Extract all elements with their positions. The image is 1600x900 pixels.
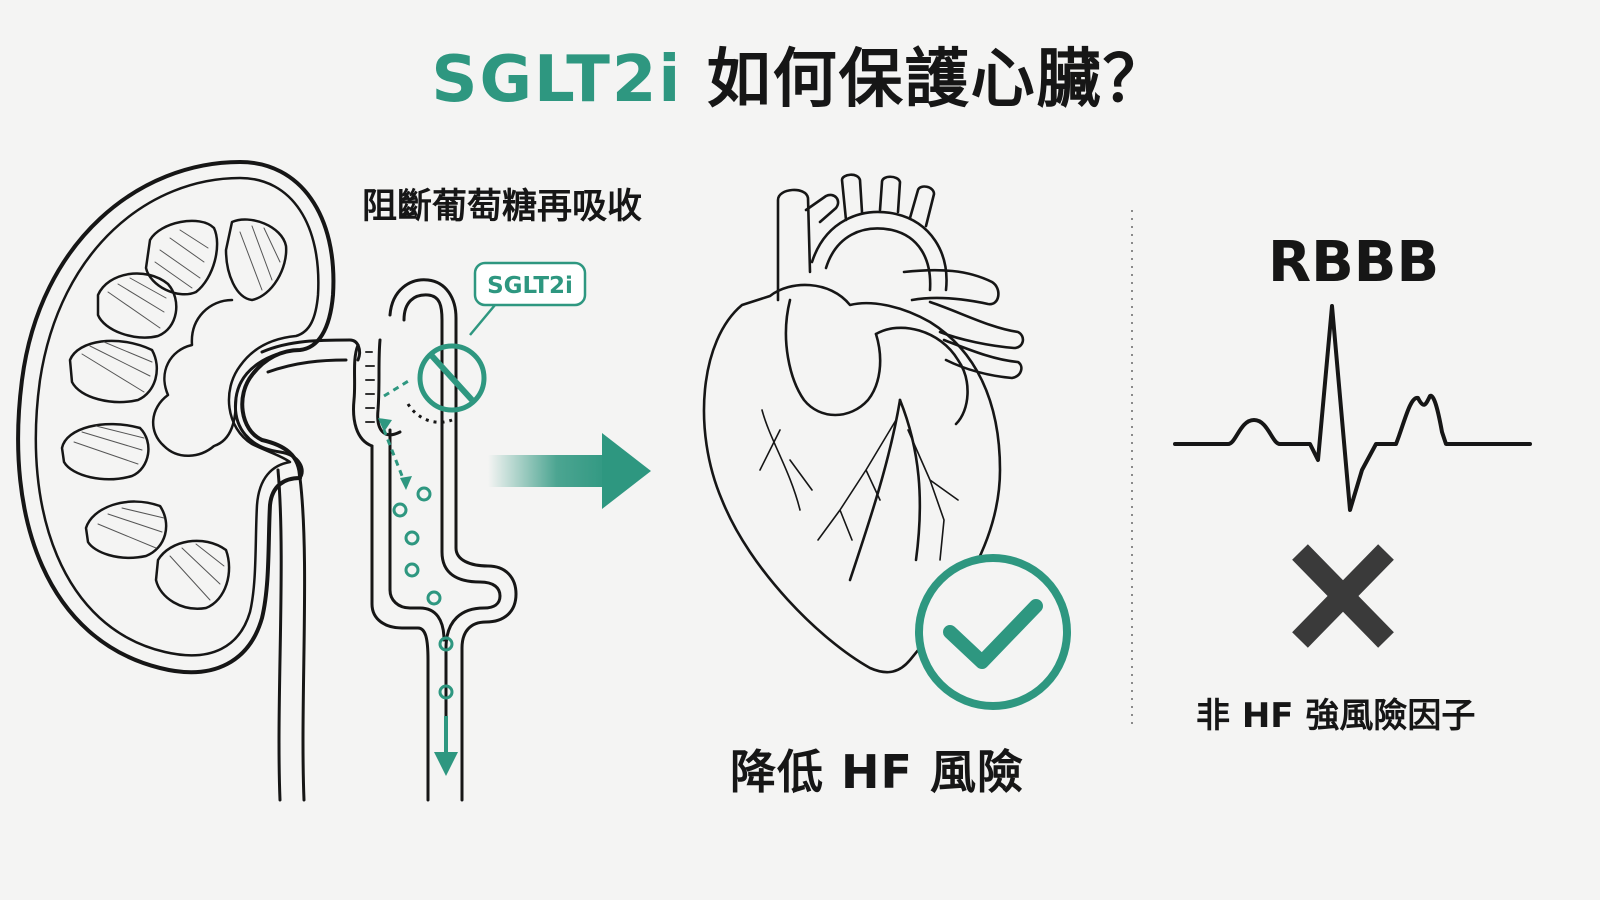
nephron-tubule xyxy=(260,278,518,802)
reduce-hf-risk-label: 降低 HF 風險 xyxy=(730,745,1024,799)
urine-flow-arrow xyxy=(434,716,458,776)
reabsorption-arrowhead-2 xyxy=(400,476,412,490)
inhibition-arc xyxy=(406,403,453,424)
sglt2i-bubble: SGLT2i xyxy=(469,261,587,336)
reabsorption-arrowhead xyxy=(378,418,392,432)
flow-arrow-icon xyxy=(488,433,651,509)
cross-icon xyxy=(1292,544,1394,648)
reabsorption-arrow xyxy=(382,378,411,487)
check-icon xyxy=(915,554,1071,710)
block-reabsorption-label: 阻斷葡萄糖再吸收 xyxy=(362,187,643,227)
sglt2i-bubble-text: SGLT2i xyxy=(487,273,573,299)
kidney-illustration xyxy=(16,160,336,802)
page-title: SGLT2i 如何保護心臟？ xyxy=(0,28,1600,120)
glucose-particles xyxy=(392,486,454,700)
not-hf-risk-factor-label: 非 HF 強風險因子 xyxy=(1196,696,1476,736)
title-rest: 如何保護心臟？ xyxy=(682,43,1169,117)
ecg-waveform xyxy=(1173,304,1532,512)
rbbb-title: RBBB xyxy=(1268,230,1440,295)
title-accent: SGLT2i xyxy=(431,43,683,117)
prohibit-icon xyxy=(417,343,487,413)
